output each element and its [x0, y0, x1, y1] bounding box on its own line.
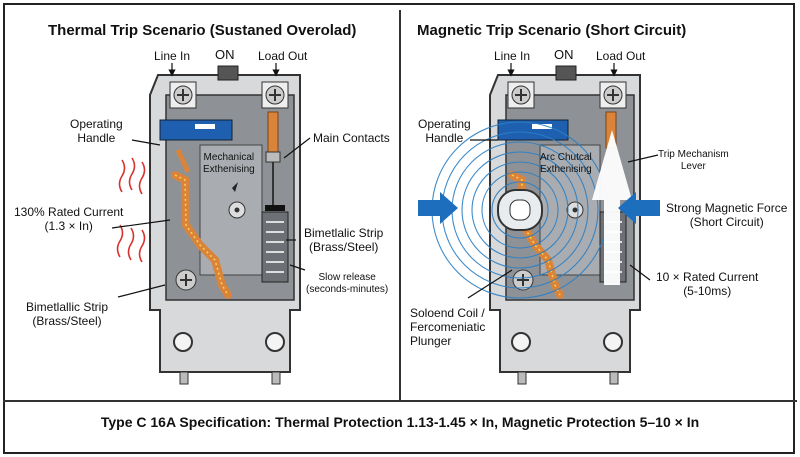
magnetic-force-arrows [418, 192, 660, 224]
right-magnetic-force-label: Strong Magnetic Force (Short Circuit) [666, 201, 788, 229]
panel-divider [399, 10, 401, 400]
left-panel-title: Thermal Trip Scenario (Sustaned Overolad… [48, 22, 357, 39]
right-panel-title: Magnetic Trip Scenario (Short Circuit) [417, 22, 687, 39]
left-slow-release-label: Slow release (seconds-minutes) [306, 272, 389, 295]
right-load-out-label: Load Out [596, 49, 646, 63]
right-line-in-label: Line In [494, 49, 531, 63]
left-operating-handle-label: Operating Handle [70, 117, 123, 145]
left-mechanical-label: Mechanical Exthenising [203, 152, 255, 175]
left-bimetallic-left-label: Bimetlallic Strip (Brass/Steel) [26, 300, 109, 328]
heat-waves [116, 157, 146, 263]
right-arc-chute-label: Arc Chutcal Exthenising [540, 152, 592, 175]
right-operating-handle-label: Operating Handle [418, 117, 471, 145]
right-leader-lines [467, 63, 659, 299]
specification-footer: Type C 16A Specification: Thermal Protec… [100, 414, 700, 430]
footer-divider [3, 400, 797, 402]
left-on-label: ON [215, 47, 235, 62]
left-leader-lines [111, 63, 311, 298]
left-line-in-label: Line In [154, 49, 191, 63]
left-load-out-label: Load Out [258, 49, 308, 63]
diagram-frame [3, 3, 795, 454]
solenoid-plunger [497, 189, 543, 231]
right-breaker [489, 65, 641, 385]
right-solenoid-label: Soloend Coil / Fercomeniatic Plunger [410, 306, 486, 348]
left-main-contacts-label: Main Contacts [313, 131, 390, 145]
left-rated-current-label: 130% Rated Current (1.3 × In) [14, 205, 124, 233]
right-rated-current-label: 10 × Rated Current (5-10ms) [656, 270, 759, 298]
right-trip-lever-label: Trip Mechanism Lever [658, 149, 729, 172]
right-on-label: ON [554, 47, 574, 62]
trip-force-arrow [592, 130, 632, 285]
left-bimetallic-right-label: Bimetlalic Strip (Brass/Steel) [304, 226, 384, 254]
left-breaker [149, 65, 301, 385]
